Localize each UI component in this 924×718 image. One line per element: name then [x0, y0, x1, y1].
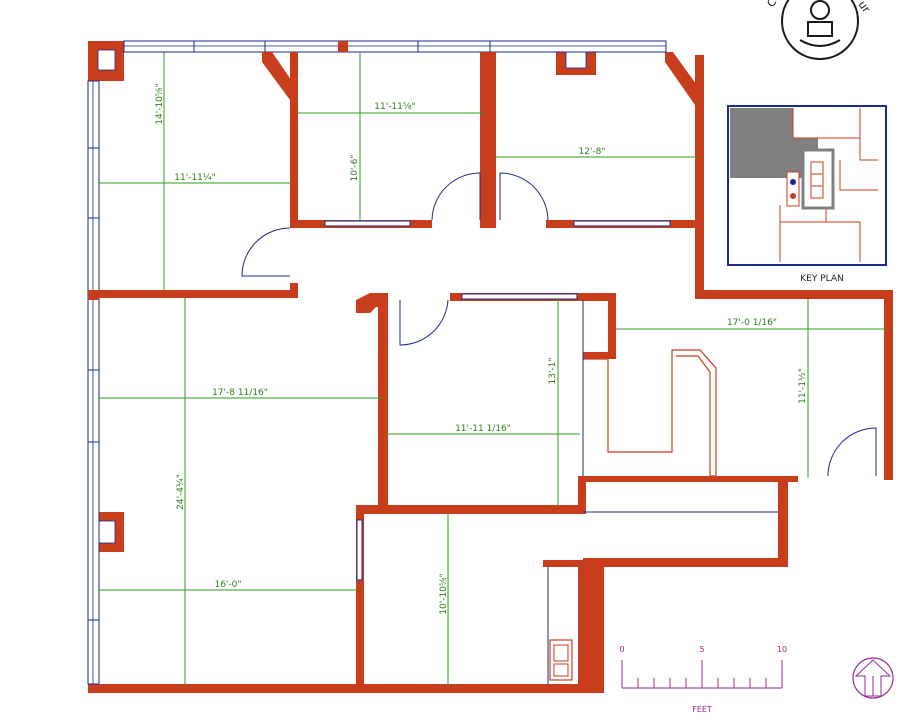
- dim-16-0: 16'-0": [214, 580, 241, 590]
- dimension-labels: 14'-10⅝" 11'-11¼" 11'-11⅝" 10'-6" 12'-8"…: [155, 83, 808, 615]
- wall-office1-south: [99, 290, 296, 298]
- east-wall-upper: [695, 55, 704, 298]
- dim-13-1: 13'-1": [548, 357, 558, 384]
- dim-14-10: 14'-10⅝": [155, 83, 165, 125]
- scale-tick-10: 10: [777, 645, 787, 654]
- north-window-strip: [123, 40, 667, 53]
- wall-office4-south: [356, 505, 586, 514]
- doors: [241, 172, 877, 477]
- door-office3: [499, 172, 549, 221]
- dim-10-10: 10'-10⅝": [439, 573, 449, 615]
- dimension-lines: [99, 52, 886, 686]
- person-icon: [810, 0, 830, 20]
- west-window-strip: [87, 80, 100, 685]
- wall-office2-3-divider: [480, 52, 496, 228]
- scale-bar: 0 5 10 FEET: [619, 645, 787, 714]
- dim-11-11b: 11'-11⅝": [374, 102, 416, 112]
- badge-circle: [781, 0, 859, 60]
- key-plan: KEY PLAN: [727, 105, 887, 284]
- key-plan-highlight: [730, 108, 818, 178]
- door-office1: [241, 227, 291, 277]
- windows: [87, 40, 667, 685]
- north-arrow-icon: [852, 657, 894, 699]
- north-east-wall: [695, 290, 893, 299]
- door-office4: [399, 299, 449, 346]
- sink-icon: [549, 639, 573, 681]
- dim-11-1: 11'-1½": [798, 368, 808, 404]
- wall-office2-west: [290, 52, 298, 228]
- interior-walls: [99, 52, 701, 693]
- dim-17-8: 17'-8 11/16": [212, 388, 268, 398]
- corridor-east-wall: [778, 480, 788, 567]
- dim-11-11a: 11'-11¼": [174, 173, 216, 183]
- reception-desk: [582, 300, 778, 513]
- dim-17-0: 17'-0 1/16": [727, 318, 777, 328]
- scale-tick-0: 0: [619, 645, 624, 654]
- dim-11-11c: 11'-11 1/16": [455, 424, 511, 434]
- dim-24-4: 24'-4¼": [176, 474, 186, 510]
- kitchen-top-wall: [543, 560, 583, 567]
- ne-angled-wall: [665, 52, 704, 105]
- person-badge[interactable]: C ur: [764, 0, 873, 60]
- dim-12-8: 12'-8": [578, 147, 605, 157]
- door-office2: [431, 172, 481, 221]
- east-wall-lower: [884, 290, 893, 480]
- corridor-south-wall: [583, 558, 788, 567]
- dim-10-6: 10'-6": [350, 154, 360, 181]
- south-wall: [88, 684, 603, 693]
- scale-tick-5: 5: [699, 645, 704, 654]
- wall-office5-west: [356, 505, 364, 693]
- scale-unit: FEET: [692, 705, 712, 714]
- badge-text-left: C: [764, 0, 779, 10]
- south-east-wall: [578, 560, 604, 693]
- key-plan-label: KEY PLAN: [800, 274, 843, 284]
- wall-office4-west: [378, 293, 388, 513]
- door-east: [827, 427, 877, 477]
- kitchenette: [547, 567, 573, 684]
- corridor-north-wall: [578, 476, 798, 482]
